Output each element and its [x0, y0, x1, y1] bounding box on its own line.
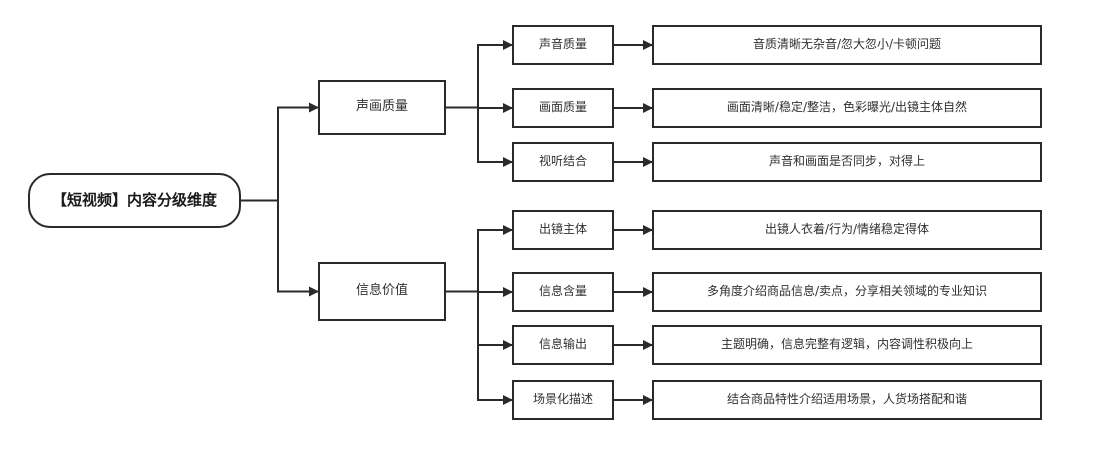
branch-node-2: 信息价值	[318, 262, 446, 321]
sub-node: 场景化描述	[512, 380, 614, 420]
branch-to-sub-connector	[477, 40, 513, 108]
connector-lines	[241, 40, 653, 405]
branch-to-sub-connector	[477, 291, 513, 405]
description-node: 主题明确，信息完整有逻辑，内容调性积极向上	[652, 325, 1042, 365]
sub-node: 视听结合	[512, 142, 614, 182]
description-node: 声音和画面是否同步，对得上	[652, 142, 1042, 182]
sub-node: 画面质量	[512, 88, 614, 128]
branch-to-sub-connector	[477, 103, 513, 113]
description-node: 结合商品特性介绍适用场景，人货场搭配和谐	[652, 380, 1042, 420]
branch-to-sub-connector	[477, 291, 513, 350]
root-node: 【短视频】内容分级维度	[28, 173, 241, 228]
root-to-branch-connector	[277, 200, 319, 297]
description-node: 音质清晰无杂音/忽大忽小/卡顿问题	[652, 25, 1042, 65]
description-node: 画面清晰/稳定/整洁，色彩曝光/出镜主体自然	[652, 88, 1042, 128]
sub-node: 声音质量	[512, 25, 614, 65]
branch-to-sub-connector	[477, 225, 513, 292]
branch-to-sub-connector	[477, 107, 513, 167]
sub-node: 信息含量	[512, 272, 614, 312]
sub-node: 出镜主体	[512, 210, 614, 250]
description-node: 出镜人衣着/行为/情绪稳定得体	[652, 210, 1042, 250]
sub-node: 信息输出	[512, 325, 614, 365]
branch-to-sub-connector	[477, 287, 513, 297]
description-node: 多角度介绍商品信息/卖点，分享相关领域的专业知识	[652, 272, 1042, 312]
root-to-branch-connector	[277, 102, 319, 201]
branch-node-1: 声画质量	[318, 80, 446, 135]
